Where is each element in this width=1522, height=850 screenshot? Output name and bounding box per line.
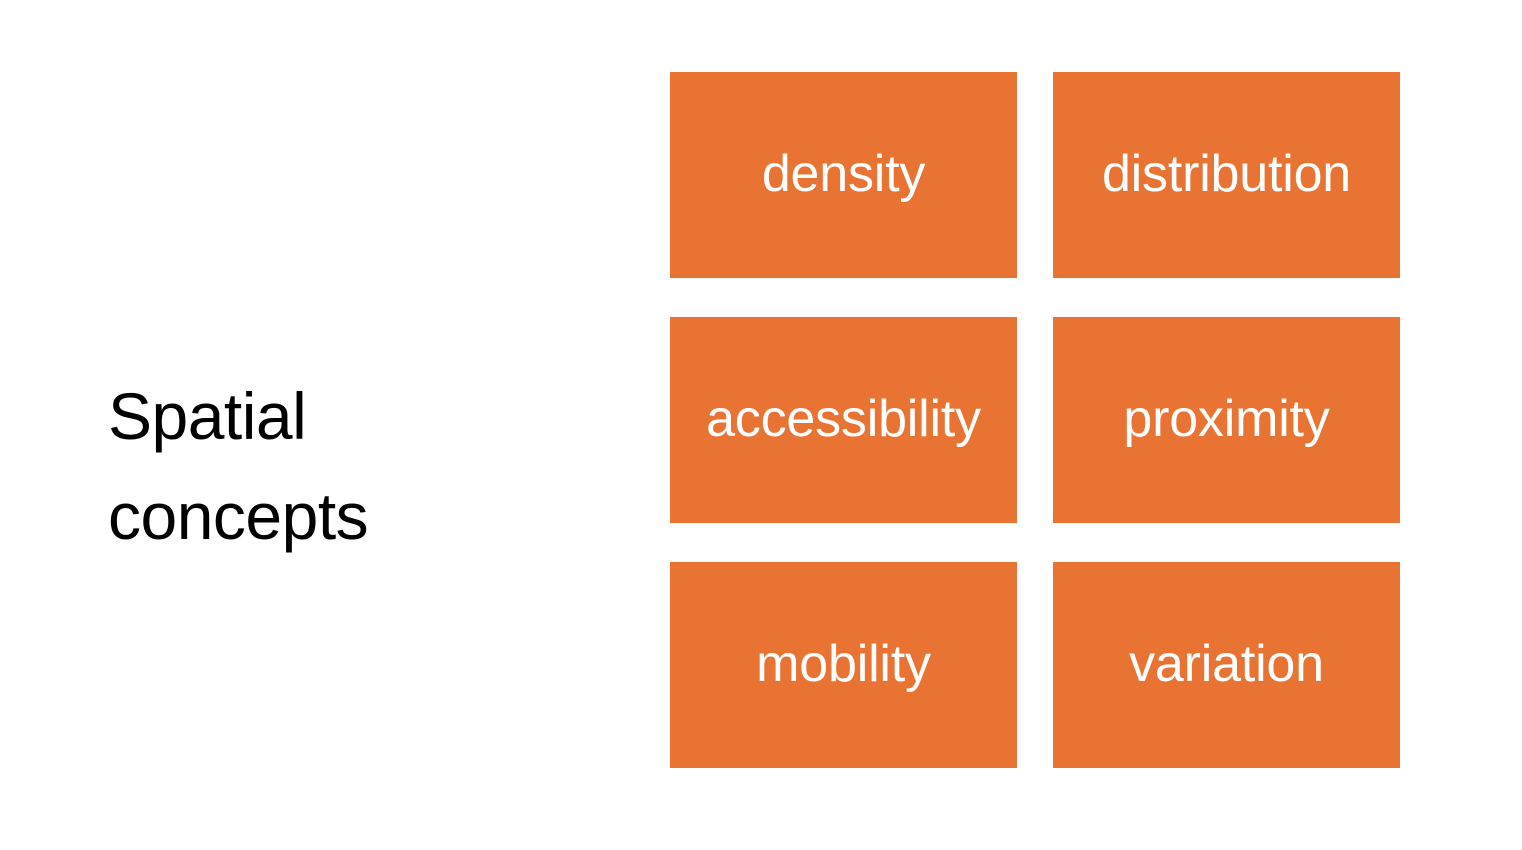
concept-tile-density[interactable]: density — [670, 72, 1017, 278]
concept-tile-variation[interactable]: variation — [1053, 562, 1400, 768]
concept-tile-label: distribution — [1101, 145, 1352, 204]
concept-tile-grid: density distribution accessibility proxi… — [670, 72, 1400, 768]
page-title: Spatial concepts — [108, 379, 369, 554]
concept-tile-label: density — [761, 145, 926, 204]
concept-tile-accessibility[interactable]: accessibility — [670, 317, 1017, 523]
concept-tile-label: mobility — [756, 635, 931, 694]
concept-tile-distribution[interactable]: distribution — [1053, 72, 1400, 278]
concept-tile-label: proximity — [1123, 390, 1330, 449]
concept-tile-mobility[interactable]: mobility — [670, 562, 1017, 768]
concept-tile-label: accessibility — [706, 390, 981, 449]
concept-tile-proximity[interactable]: proximity — [1053, 317, 1400, 523]
concept-tile-label: variation — [1129, 635, 1324, 694]
